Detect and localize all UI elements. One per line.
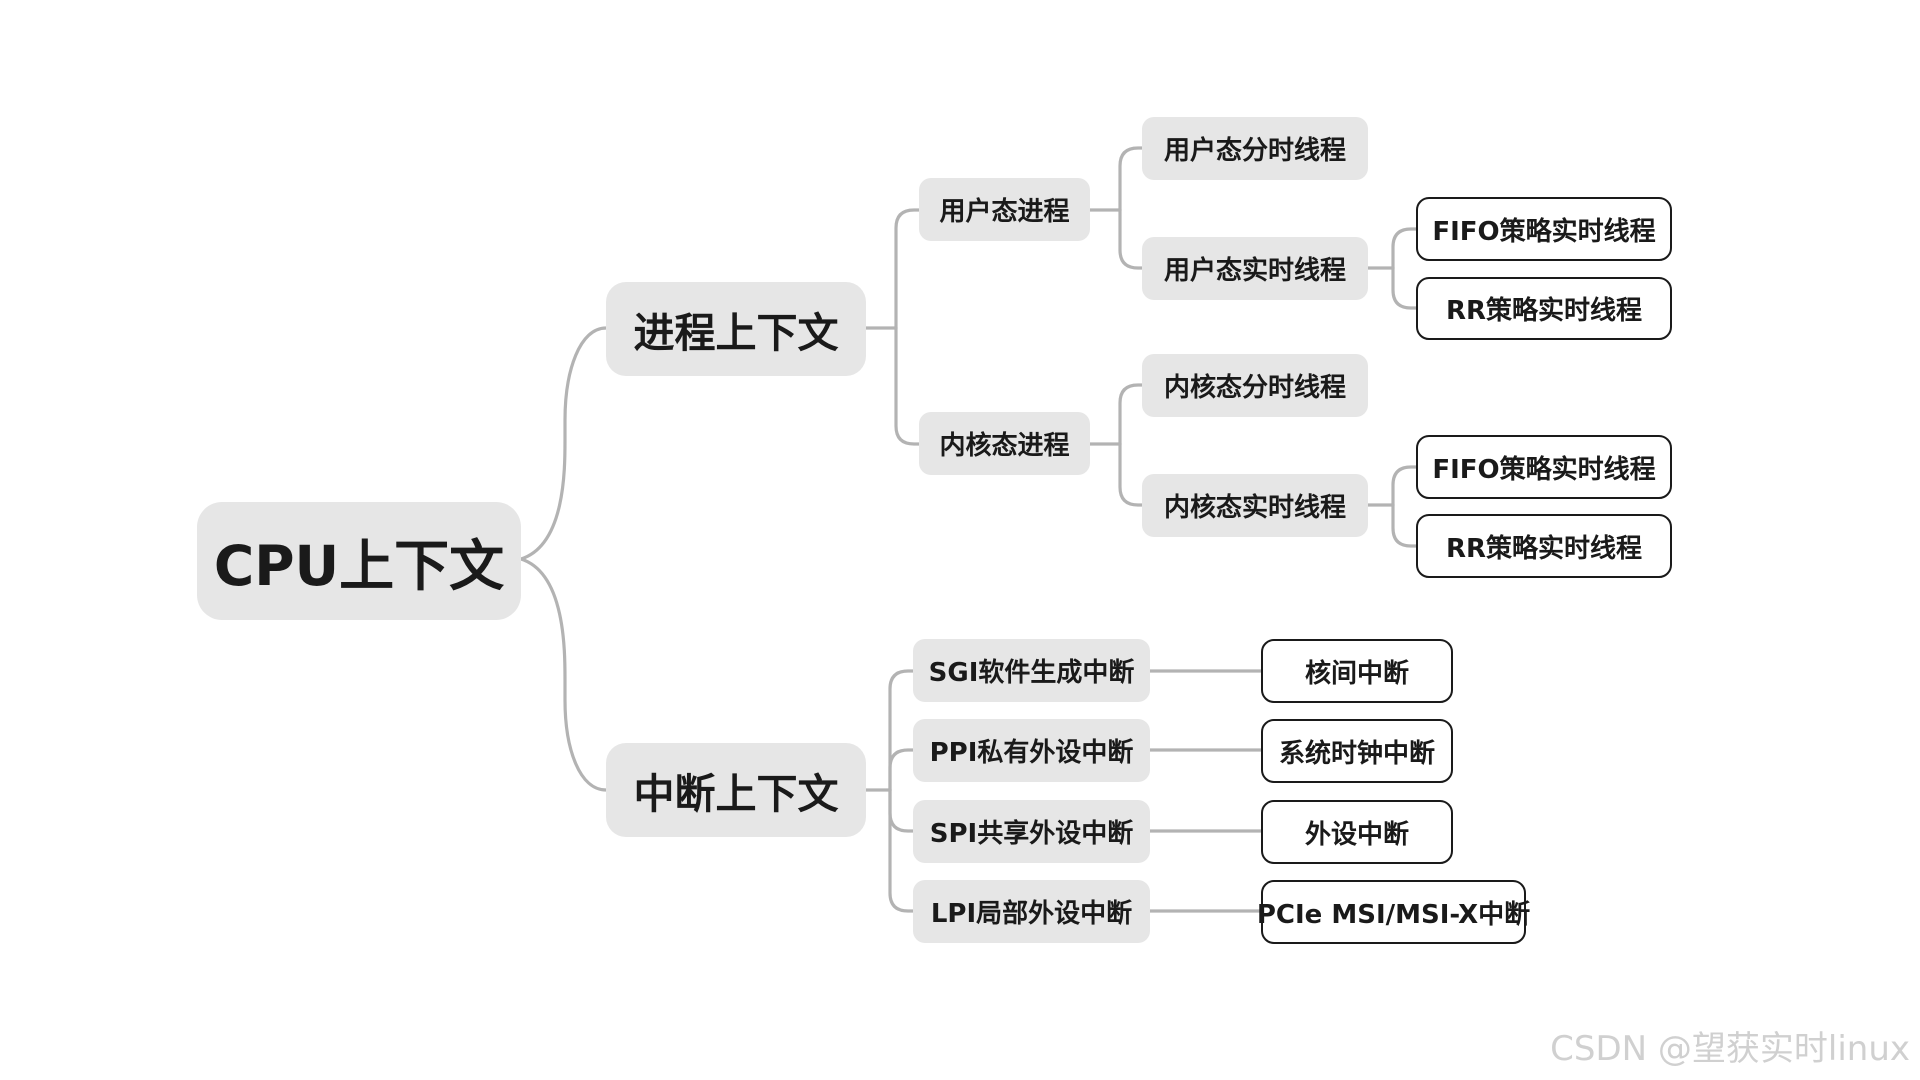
user-timeshare-thread-node[interactable]: 用户态分时线程 [1142, 117, 1368, 180]
kernel-rr-thread-label: RR策略实时线程 [1445, 533, 1643, 564]
pcie-msi-interrupt-label: PCIe MSI/MSI-X中断 [1256, 899, 1531, 930]
connector-interrupt-sgi [888, 669, 915, 792]
kernel-timeshare-thread-node[interactable]: 内核态分时线程 [1142, 354, 1368, 417]
ppi-interrupt-node[interactable]: PPI私有外设中断 [913, 719, 1150, 782]
kernel-rr-thread-node[interactable]: RR策略实时线程 [1416, 514, 1672, 578]
kernel-fifo-thread-node[interactable]: FIFO策略实时线程 [1416, 435, 1672, 499]
kernel-process-node[interactable]: 内核态进程 [919, 412, 1090, 475]
root-label: CPU上下文 [213, 534, 505, 598]
kernel-timeshare-thread-label: 内核态分时线程 [1163, 373, 1346, 403]
connector-user-rt-rr [1391, 266, 1418, 310]
user-fifo-thread-node[interactable]: FIFO策略实时线程 [1416, 197, 1672, 261]
lpi-interrupt-node[interactable]: LPI局部外设中断 [913, 880, 1150, 943]
peripheral-interrupt-label: 外设中断 [1304, 819, 1409, 850]
connector-root-interrupt [519, 557, 608, 792]
inter-core-interrupt-node[interactable]: 核间中断 [1261, 639, 1453, 703]
user-realtime-thread-node[interactable]: 用户态实时线程 [1142, 237, 1368, 300]
user-timeshare-thread-label: 用户态分时线程 [1163, 136, 1346, 166]
user-rr-thread-label: RR策略实时线程 [1445, 296, 1643, 326]
spi-interrupt-label: SPI共享外设中断 [929, 819, 1134, 849]
interrupt-context-node[interactable]: 中断上下文 [606, 743, 866, 837]
kernel-process-label: 内核态进程 [939, 431, 1070, 461]
ppi-interrupt-label: PPI私有外设中断 [929, 738, 1134, 768]
connector-user-timeshare [1118, 146, 1144, 212]
kernel-realtime-thread-node[interactable]: 内核态实时线程 [1142, 474, 1368, 537]
connector-interrupt-ppi [888, 748, 915, 792]
watermark: CSDN @望获实时linux [1550, 1029, 1910, 1069]
interrupt-context-label: 中断上下文 [633, 770, 839, 818]
inter-core-interrupt-label: 核间中断 [1304, 658, 1409, 689]
connector-user-rt-fifo [1391, 227, 1418, 270]
pcie-msi-interrupt-node[interactable]: PCIe MSI/MSI-X中断 [1257, 880, 1530, 944]
user-fifo-thread-label: FIFO策略实时线程 [1432, 216, 1656, 247]
process-context-label: 进程上下文 [633, 309, 839, 357]
sgi-interrupt-label: SGI软件生成中断 [928, 658, 1135, 688]
user-process-node[interactable]: 用户态进程 [919, 178, 1090, 241]
connector-kernel-timeshare [1118, 383, 1144, 446]
connector-kernel-rt-fifo [1391, 465, 1418, 507]
connector-process-kernel [894, 326, 921, 446]
connector-root-process [519, 326, 608, 561]
kernel-fifo-thread-label: FIFO策略实时线程 [1432, 454, 1656, 485]
user-realtime-thread-label: 用户态实时线程 [1163, 256, 1346, 286]
connector-process-user [894, 208, 921, 330]
connector-interrupt-lpi [888, 788, 915, 913]
process-context-node[interactable]: 进程上下文 [606, 282, 866, 376]
system-clock-interrupt-node[interactable]: 系统时钟中断 [1261, 719, 1453, 783]
spi-interrupt-node[interactable]: SPI共享外设中断 [913, 800, 1150, 863]
kernel-realtime-thread-label: 内核态实时线程 [1163, 493, 1346, 523]
lpi-interrupt-label: LPI局部外设中断 [930, 899, 1133, 929]
user-process-label: 用户态进程 [939, 197, 1070, 227]
user-rr-thread-node[interactable]: RR策略实时线程 [1416, 277, 1672, 340]
sgi-interrupt-node[interactable]: SGI软件生成中断 [913, 639, 1150, 702]
connector-user-realtime [1118, 208, 1144, 270]
connector-kernel-realtime [1118, 442, 1144, 507]
connector-interrupt-spi [888, 788, 915, 833]
root-node[interactable]: CPU上下文 [197, 502, 521, 620]
connector-kernel-rt-rr [1391, 503, 1418, 548]
peripheral-interrupt-node[interactable]: 外设中断 [1261, 800, 1453, 864]
system-clock-interrupt-label: 系统时钟中断 [1278, 738, 1435, 769]
